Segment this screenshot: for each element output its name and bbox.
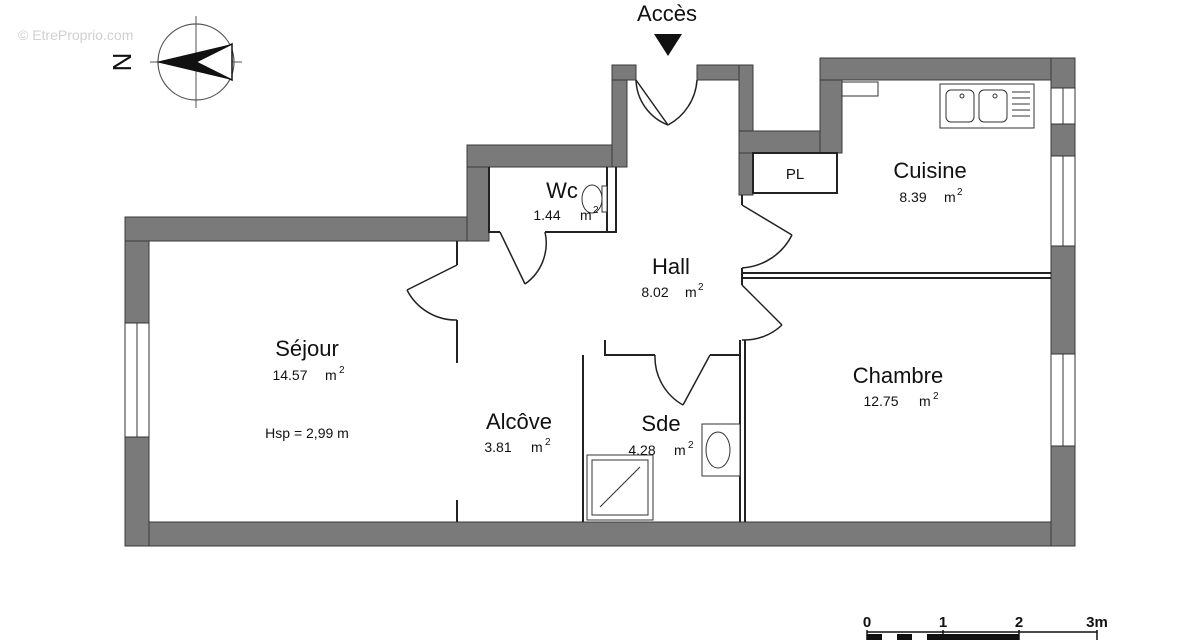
shower-icon	[586, 454, 654, 521]
room-name-sde: Sde	[641, 411, 680, 436]
room-area-hall: 8.02	[641, 284, 668, 300]
room-name-alcove: Alcôve	[486, 409, 552, 434]
scale-label-0: 0	[863, 614, 871, 631]
placard-box	[752, 152, 838, 194]
washbasin-icon	[701, 423, 741, 477]
room-name-hall: Hall	[652, 254, 690, 279]
watermark: © EtreProprio.com	[18, 27, 133, 43]
room-name-sejour: Séjour	[275, 336, 339, 361]
room-unit-sde: m	[674, 442, 686, 458]
room-unit-cuisine: m	[944, 189, 956, 205]
entrance-arrow-icon	[654, 34, 682, 56]
scale-label-1: 1	[939, 614, 947, 631]
room-sup-sde: 2	[688, 440, 694, 451]
cooktop-icon	[841, 81, 879, 97]
ceiling-height-label: Hsp = 2,99 m	[265, 425, 349, 441]
scale-label-3m: 3m	[1086, 614, 1108, 631]
entrance-label: Accès	[637, 1, 697, 26]
fixtures	[581, 81, 1035, 521]
exterior-walls	[124, 57, 1076, 547]
entrance-marker: Accès	[637, 1, 697, 56]
room-labels: Wc 1.44 m 2 Hall 8.02 m 2 Cuisine 8.39 m…	[265, 158, 967, 458]
scale-bar: 0 1 2 3m	[863, 614, 1108, 640]
north-compass: N	[107, 16, 242, 108]
room-sup-sejour: 2	[339, 365, 345, 376]
room-sup-alcove: 2	[545, 437, 551, 448]
room-area-cuisine: 8.39	[899, 189, 926, 205]
placard-label: PL	[786, 166, 804, 183]
room-area-sde: 4.28	[628, 442, 655, 458]
room-unit-chambre: m	[919, 393, 931, 409]
scale-label-2: 2	[1015, 614, 1023, 631]
doors	[406, 79, 793, 406]
room-area-wc: 1.44	[533, 207, 560, 223]
room-sup-hall: 2	[698, 282, 704, 293]
room-unit-sejour: m	[325, 367, 337, 383]
room-unit-wc: m	[580, 207, 592, 223]
kitchen-sink-icon	[939, 83, 1035, 129]
room-sup-cuisine: 2	[957, 187, 963, 198]
windows	[124, 87, 1076, 447]
room-name-chambre: Chambre	[853, 363, 943, 388]
room-sup-wc: 2	[593, 205, 599, 216]
room-unit-hall: m	[685, 284, 697, 300]
north-label: N	[107, 53, 137, 72]
room-area-sejour: 14.57	[272, 367, 307, 383]
room-name-wc: Wc	[546, 178, 578, 203]
room-name-cuisine: Cuisine	[893, 158, 966, 183]
room-unit-alcove: m	[531, 439, 543, 455]
room-area-chambre: 12.75	[863, 393, 898, 409]
room-area-alcove: 3.81	[484, 439, 511, 455]
room-sup-chambre: 2	[933, 391, 939, 402]
